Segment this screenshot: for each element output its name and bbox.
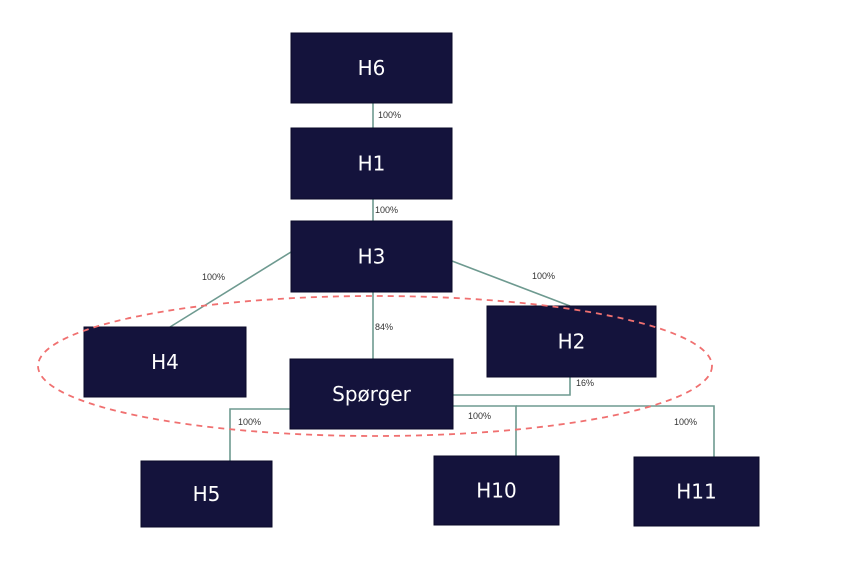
- node-box: [83, 326, 247, 398]
- edge-label-h1-h3: 100%: [375, 205, 398, 215]
- edge-label-h6-h1: 100%: [378, 110, 401, 120]
- highlight-group-ellipse: [37, 295, 713, 437]
- edge-label-h3-h2: 100%: [532, 271, 555, 281]
- edge-label-h3-h4: 100%: [202, 272, 225, 282]
- node-h1: H1: [290, 127, 453, 200]
- node-h4: H4: [83, 326, 247, 398]
- node-box: [140, 460, 273, 528]
- node-box: [433, 455, 560, 526]
- edges-layer: [169, 103, 715, 461]
- node-label: H3: [358, 245, 386, 269]
- node-box: [290, 32, 453, 104]
- node-box: [289, 358, 454, 430]
- node-label: H5: [193, 482, 221, 506]
- edge-h3-h2: [451, 260, 571, 307]
- edge-sporger-h5: [229, 408, 290, 461]
- edge-h3-h4: [169, 251, 292, 328]
- node-label: H10: [476, 479, 517, 503]
- node-label: H4: [151, 350, 179, 374]
- node-label: H6: [358, 56, 386, 80]
- node-label: H2: [558, 330, 586, 354]
- node-h2: H2: [486, 305, 657, 378]
- node-h5: H5: [140, 460, 273, 528]
- node-label: H1: [358, 152, 386, 176]
- node-h3: H3: [290, 220, 453, 293]
- node-box: [290, 127, 453, 200]
- edge-h2-sporger: [453, 377, 571, 396]
- node-box: [290, 220, 453, 293]
- edge-sporger-h11: [516, 405, 715, 457]
- edge-label-sporger-h10: 100%: [468, 411, 491, 421]
- node-h10: H10: [433, 455, 560, 526]
- node-label: H11: [676, 480, 717, 504]
- node-box: [486, 305, 657, 378]
- edge-label-sporger-h5: 100%: [238, 417, 261, 427]
- edge-label-h2-sporger: 16%: [576, 378, 594, 388]
- edge-label-h3-sporger: 84%: [375, 322, 393, 332]
- node-box: [633, 456, 760, 527]
- node-sporger: Spørger: [289, 358, 454, 430]
- node-label: Spørger: [332, 382, 411, 406]
- node-h11: H11: [633, 456, 760, 527]
- edge-label-sporger-h11: 100%: [674, 417, 697, 427]
- node-h6: H6: [290, 32, 453, 104]
- edge-labels-layer: 100% 100% 100% 100% 84% 16% 100% 100% 100%: [202, 110, 697, 427]
